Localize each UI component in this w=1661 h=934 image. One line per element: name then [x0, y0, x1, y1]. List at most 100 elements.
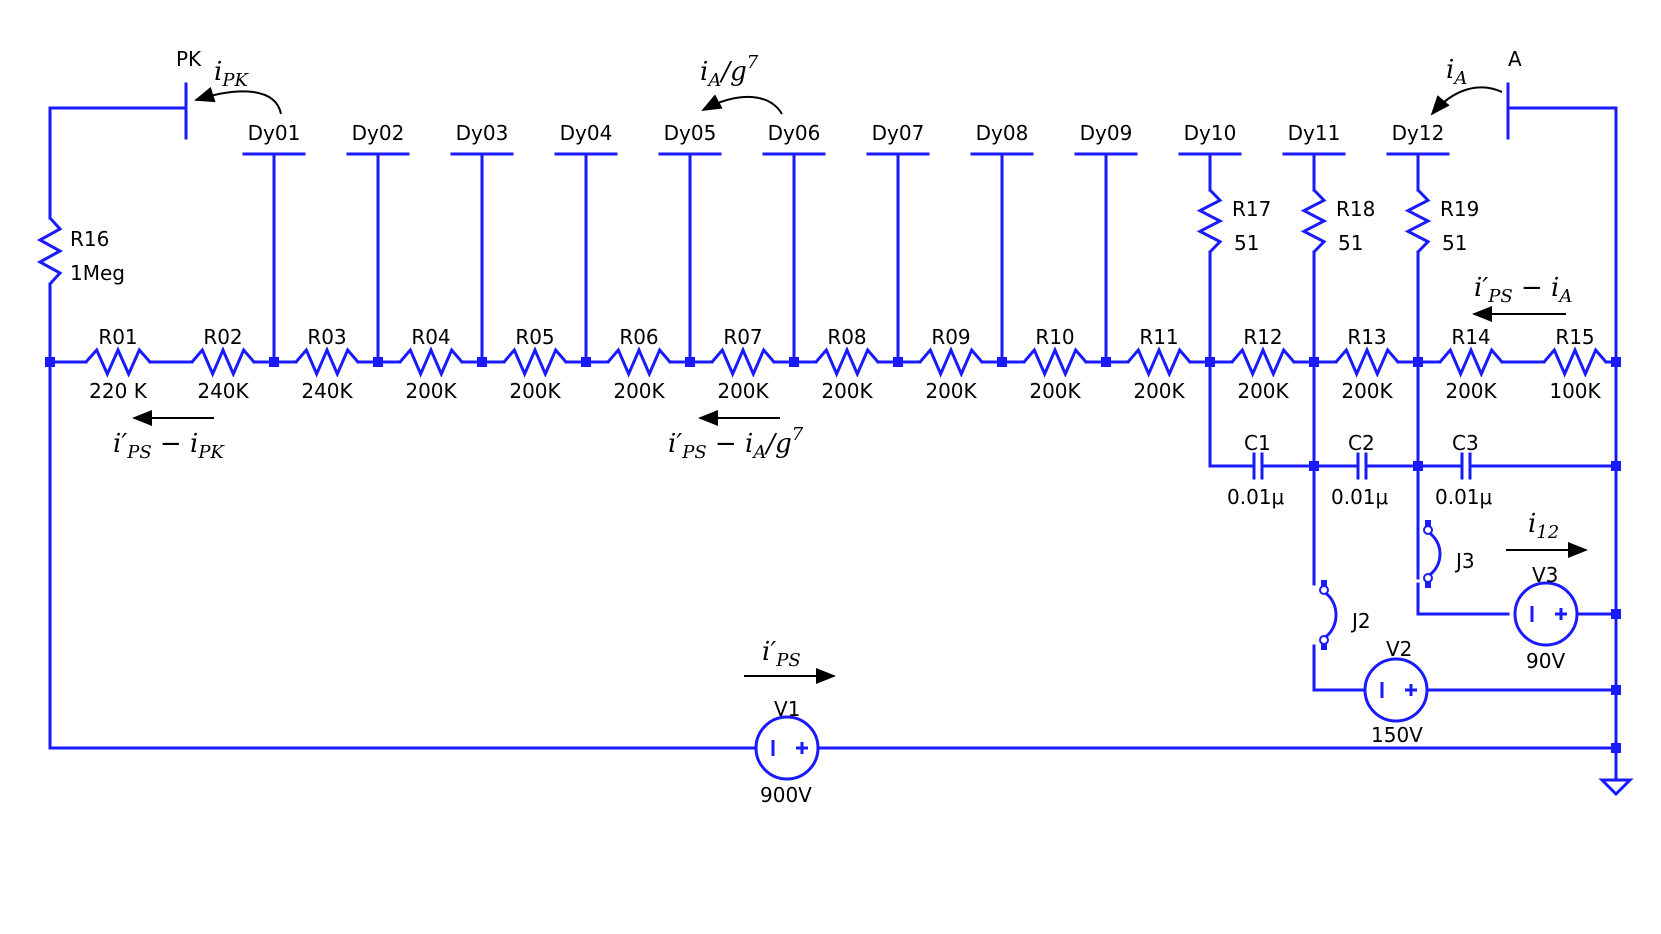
resistor-value: 200K	[1029, 379, 1081, 403]
c1-value: 0.01μ	[1227, 485, 1285, 509]
resistor-r13	[1334, 346, 1400, 378]
source-v2	[1363, 657, 1429, 723]
arrow-ia-g7	[701, 94, 783, 115]
resistor-value: 200K	[1445, 379, 1497, 403]
resistor-value: 200K	[821, 379, 873, 403]
ground-symbol	[1598, 746, 1634, 797]
resistor-r14	[1438, 346, 1504, 378]
resistor-name: R04	[411, 325, 450, 349]
r18-name: R18	[1336, 197, 1375, 221]
svg-text:iPK: iPK	[214, 57, 249, 91]
c3-name: C3	[1452, 431, 1479, 455]
c3-value: 0.01μ	[1435, 485, 1493, 509]
resistor-r07	[710, 346, 776, 378]
resistor-name: R15	[1555, 325, 1594, 349]
resistor-name: R10	[1035, 325, 1074, 349]
resistor-value: 220 K	[89, 379, 148, 403]
current-label-ips-minus-ia: i′PS − iA	[1474, 273, 1572, 307]
resistor-name: R08	[827, 325, 866, 349]
resistor-name: R09	[931, 325, 970, 349]
c1-name: C1	[1244, 431, 1271, 455]
dynode-label: Dy07	[872, 121, 925, 145]
dynode-label: Dy08	[976, 121, 1029, 145]
resistor-value: 240K	[301, 379, 353, 403]
resistor-name: R12	[1243, 325, 1282, 349]
dynode-label: Dy11	[1288, 121, 1341, 145]
r19-name: R19	[1440, 197, 1479, 221]
resistor-value: 200K	[925, 379, 977, 403]
resistor-value: 200K	[1133, 379, 1185, 403]
junction-node	[477, 357, 487, 367]
resistor-value: 100K	[1549, 379, 1601, 403]
svg-text:i′PS − iA/g7: i′PS − iA/g7	[668, 424, 804, 463]
jumper-tab	[1425, 582, 1431, 588]
dynode-label: Dy10	[1184, 121, 1237, 145]
jumper-pin	[1423, 573, 1433, 583]
resistor-value: 240K	[197, 379, 249, 403]
current-label-ia-g7: iA/g7	[700, 52, 759, 91]
v1-name: V1	[774, 697, 800, 721]
current-label-ia: iA	[1446, 55, 1467, 89]
c2-value: 0.01μ	[1331, 485, 1389, 509]
junction-node	[789, 357, 799, 367]
jumper-tab	[1321, 644, 1327, 650]
jumper-j2	[1319, 580, 1338, 650]
junction-node	[685, 357, 695, 367]
junction-node	[45, 357, 55, 367]
jumper-tab	[1321, 580, 1327, 586]
junction-node	[1611, 357, 1621, 367]
junction-node	[1611, 461, 1621, 471]
v1-value: 900V	[760, 783, 812, 807]
dynode-label: Dy09	[1080, 121, 1133, 145]
resistor-r18	[1300, 188, 1328, 254]
r16-value: 1Meg	[70, 261, 125, 285]
resistor-value: 200K	[1341, 379, 1393, 403]
junction-node	[1309, 461, 1319, 471]
dynode-label: Dy03	[456, 121, 509, 145]
resistor-name: R02	[203, 325, 242, 349]
resistor-r10	[1022, 346, 1088, 378]
r18-value: 51	[1338, 231, 1363, 255]
junction-node	[1413, 461, 1423, 471]
resistor-value: 200K	[613, 379, 665, 403]
v3-name: V3	[1532, 563, 1558, 587]
resistor-r17	[1196, 188, 1224, 254]
c2-name: C2	[1348, 431, 1375, 455]
resistor-value: 200K	[509, 379, 561, 403]
dynode-label: Dy04	[560, 121, 613, 145]
resistor-r08	[814, 346, 880, 378]
current-label-ips-minus-ia-g7: i′PS − iA/g7	[668, 424, 804, 463]
junction-node	[581, 357, 591, 367]
resistor-r19	[1404, 188, 1432, 254]
wires	[48, 82, 1618, 781]
resistor-r03	[294, 346, 360, 378]
r16-name: R16	[70, 227, 109, 251]
dynode-label: Dy01	[248, 121, 301, 145]
resistor-value: 200K	[405, 379, 457, 403]
jumper-arc	[1427, 530, 1442, 578]
junction-node	[893, 357, 903, 367]
junction-node	[1205, 357, 1215, 367]
svg-text:i′PS: i′PS	[762, 637, 801, 671]
resistor-name: R01	[98, 325, 137, 349]
resistor-r04	[398, 346, 464, 378]
resistor-name: R11	[1139, 325, 1178, 349]
jumper-j3	[1423, 520, 1442, 588]
v3-value: 90V	[1526, 649, 1565, 673]
resistor-name: R14	[1451, 325, 1490, 349]
svg-text:iA/g7: iA/g7	[700, 52, 759, 91]
v2-name: V2	[1386, 637, 1412, 661]
resistor-name: R13	[1347, 325, 1386, 349]
resistor-r01	[84, 346, 152, 378]
current-arrows	[132, 86, 1588, 684]
current-label-ips: i′PS	[762, 637, 801, 671]
current-label-i12: i12	[1528, 509, 1559, 543]
current-label-ipk: iPK	[214, 57, 249, 91]
resistor-value: 200K	[1237, 379, 1289, 403]
r17-name: R17	[1232, 197, 1271, 221]
junction-node	[373, 357, 383, 367]
junction-node	[1101, 357, 1111, 367]
r17-value: 51	[1234, 231, 1259, 255]
